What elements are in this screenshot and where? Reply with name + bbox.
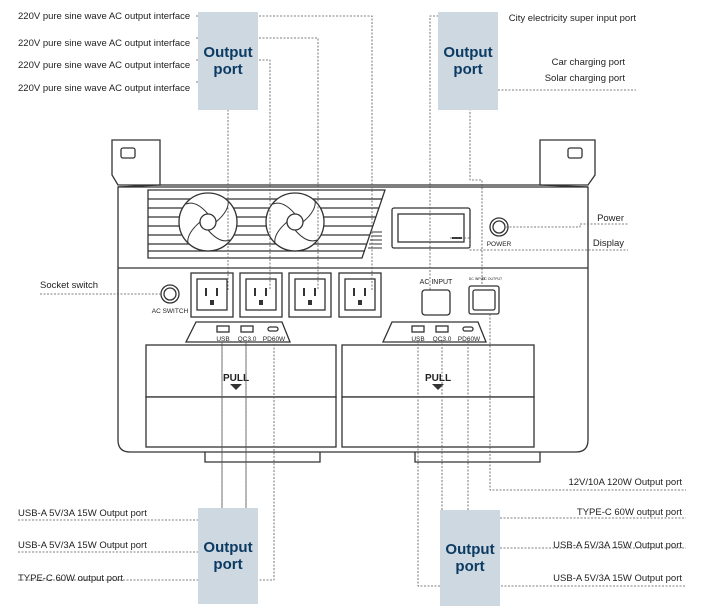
dc-output-12v-label: 12V/10A 120W Output port bbox=[568, 477, 682, 488]
type-c-label-left: TYPE-C 60W output port bbox=[18, 573, 124, 584]
output-port-word1: Output bbox=[445, 541, 495, 558]
socket-switch-label: Socket switch bbox=[40, 280, 99, 291]
ac-output-label-3: 220V pure sine wave AC output interface bbox=[18, 60, 191, 71]
pd-label-left: PD60W bbox=[263, 336, 286, 343]
pd-label-right: PD60W bbox=[458, 336, 481, 343]
qc-label-right: QC3.0 bbox=[433, 336, 452, 343]
output-port-word1: Output bbox=[203, 44, 253, 61]
power-label-text: Power bbox=[597, 213, 624, 224]
output-port-word2: port bbox=[213, 61, 243, 78]
usb-a-label-right-1: USB-A 5V/3A 15W Output port bbox=[553, 540, 682, 551]
display-label-text: Display bbox=[592, 238, 624, 249]
output-port-word1: Output bbox=[443, 44, 493, 61]
output-port-word2: port bbox=[213, 556, 243, 573]
city-input-label: City electricity super input port bbox=[508, 13, 636, 24]
power-label: POWER bbox=[487, 241, 512, 248]
output-port-word2: port bbox=[455, 558, 485, 575]
usb-label-left: USB bbox=[216, 336, 229, 343]
qc-label-left: QC3.0 bbox=[238, 336, 257, 343]
dc-output-label: DC OUTPUT bbox=[482, 277, 503, 281]
ac-input-label: AC INPUT bbox=[420, 279, 453, 286]
ac-output-label-4: 220V pure sine wave AC output interface bbox=[18, 83, 191, 94]
type-c-label-right: TYPE-C 60W output port bbox=[576, 507, 682, 518]
ac-output-label-2: 220V pure sine wave AC output interface bbox=[18, 38, 191, 49]
ac-output-label-1: 220V pure sine wave AC output interface bbox=[18, 11, 191, 22]
solar-charging-label: Solar charging port bbox=[544, 73, 625, 84]
output-port-word2: port bbox=[453, 61, 483, 78]
car-charging-label: Car charging port bbox=[551, 57, 625, 68]
pull-label-right: PULL bbox=[425, 373, 451, 384]
usb-a-label-left-2: USB-A 5V/3A 15W Output port bbox=[18, 540, 147, 551]
pull-label-left: PULL bbox=[223, 373, 249, 384]
dc-input-label: DC INPUT bbox=[469, 277, 486, 281]
usb-label-right: USB bbox=[411, 336, 424, 343]
usb-a-label-left-1: USB-A 5V/3A 15W Output port bbox=[18, 508, 147, 519]
output-port-word1: Output bbox=[203, 539, 253, 556]
ac-switch-label: AC SWITCH bbox=[152, 308, 189, 315]
usb-a-label-right-2: USB-A 5V/3A 15W Output port bbox=[553, 573, 682, 584]
